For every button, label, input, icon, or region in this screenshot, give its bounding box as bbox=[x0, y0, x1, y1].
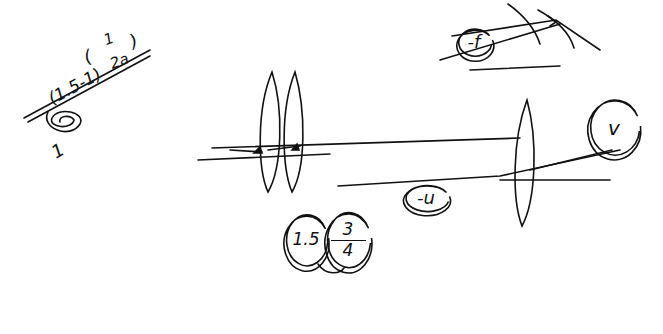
note-text: 4 bbox=[343, 242, 354, 260]
note-text: -u bbox=[417, 189, 435, 208]
axis-line bbox=[500, 179, 610, 181]
circled-note: -f bbox=[454, 25, 494, 59]
ray bbox=[230, 146, 300, 152]
formula-text: ) bbox=[127, 29, 141, 51]
axis-line bbox=[212, 138, 520, 148]
formula-text: 2a bbox=[107, 49, 131, 72]
axis-line bbox=[338, 150, 620, 186]
ray bbox=[530, 150, 612, 170]
axis-line bbox=[198, 154, 330, 160]
note-text: v bbox=[608, 118, 620, 139]
fraction-bar bbox=[331, 240, 366, 241]
note-text: -f bbox=[468, 33, 481, 52]
ray bbox=[440, 20, 600, 70]
arc bbox=[508, 4, 574, 48]
formula-text: 1 bbox=[101, 29, 116, 49]
formula-text: ( bbox=[81, 45, 95, 67]
circled-note: v bbox=[586, 97, 642, 159]
scribble bbox=[47, 111, 81, 131]
lens bbox=[515, 100, 534, 226]
circled-note: 1.5 bbox=[282, 211, 330, 269]
circled-note: -u bbox=[401, 182, 451, 215]
formula-text: 1 bbox=[48, 139, 68, 163]
note-text: 1.5 bbox=[292, 231, 319, 249]
lens bbox=[260, 72, 280, 192]
formula-text: (1.5-1) bbox=[45, 64, 105, 109]
note-text: 3 bbox=[343, 221, 354, 239]
circled-note: 34 bbox=[323, 209, 373, 271]
lens bbox=[284, 72, 303, 192]
arrow-mark bbox=[548, 16, 556, 26]
arrow-mark bbox=[254, 144, 299, 153]
